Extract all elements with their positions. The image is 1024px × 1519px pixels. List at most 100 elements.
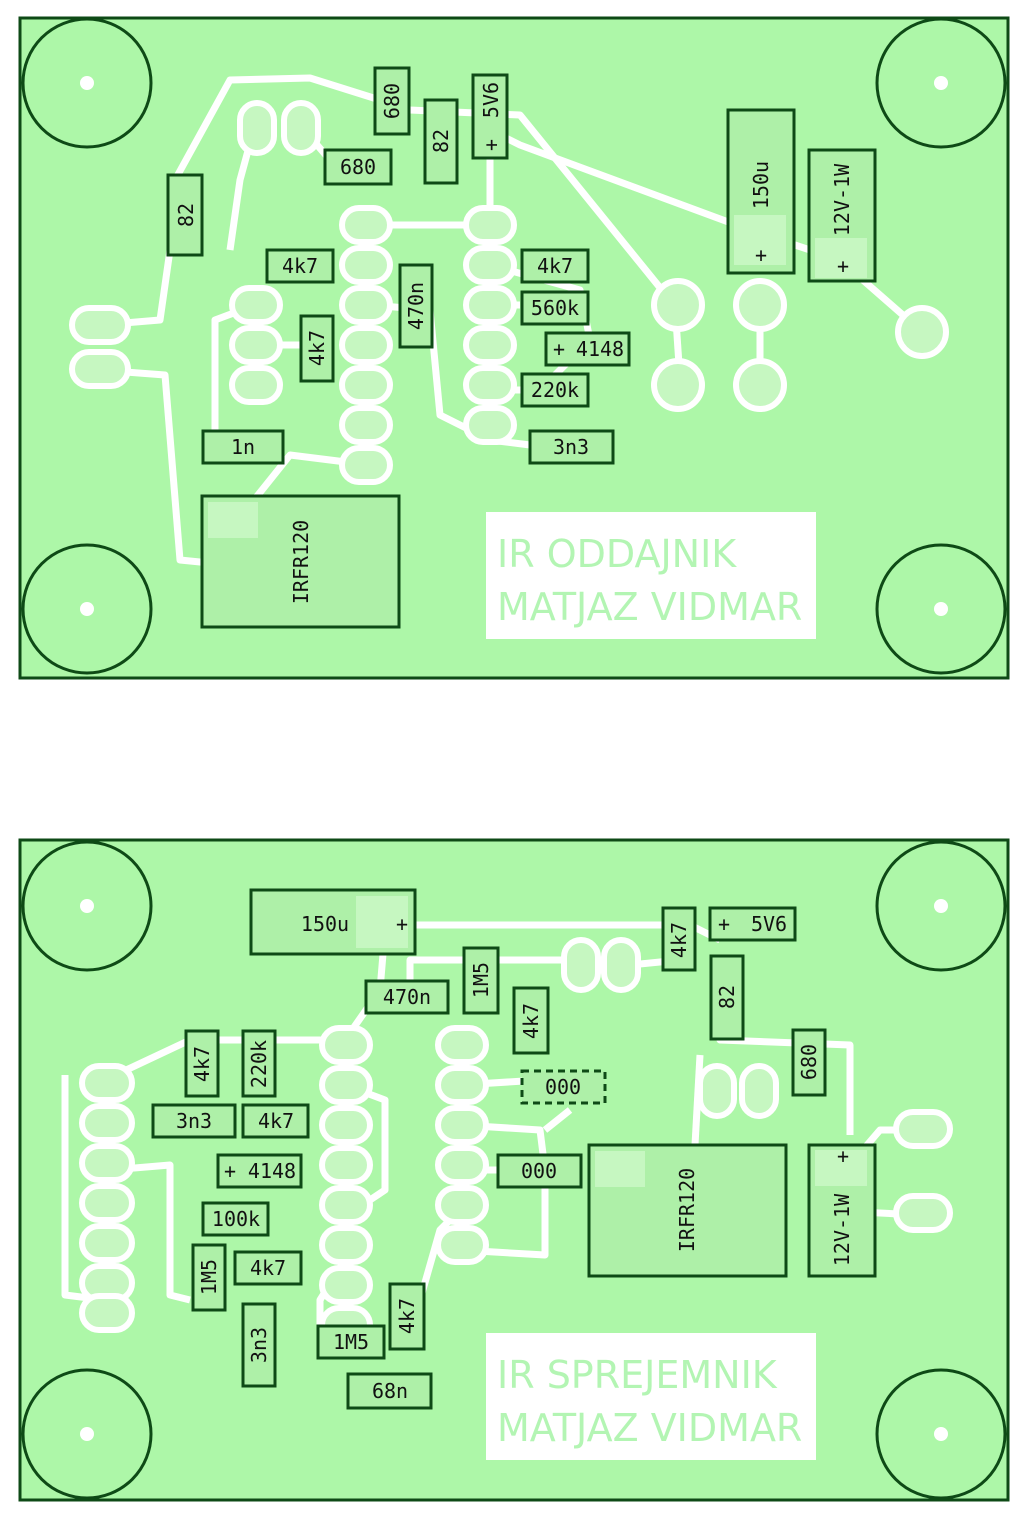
receiver-board: 150u + 4k7 + 5V6 1M5 470n 82 4k7 680 4k7…	[18, 838, 1010, 1502]
title-block	[486, 512, 816, 639]
capacitor-000	[496, 1153, 583, 1189]
board-author: MATJAZ VIDMAR	[497, 585, 802, 629]
label-r1m5-bottom: 1M5	[333, 1330, 369, 1354]
mounting-hole	[21, 543, 153, 675]
label-r82-mid: 82	[429, 129, 453, 153]
label-c3n3-vertical: 3n3	[247, 1327, 271, 1363]
label-r100k: 100k	[212, 1207, 260, 1231]
resistor-4k7-top	[661, 906, 697, 972]
mounting-hole	[875, 543, 1007, 675]
capacitor-68n	[346, 1372, 433, 1410]
label-d5v6-plus: +	[718, 912, 730, 936]
mounting-hole	[875, 1368, 1007, 1500]
label-r4k7-row: 4k7	[258, 1109, 294, 1133]
capacitor-3n3-horizontal	[151, 1103, 237, 1139]
resistor-220k	[520, 372, 590, 408]
transmitter-board: 82 680 680 82 5V6 + 150u + 12V-1W + 4k7 …	[18, 16, 1010, 680]
capacitor-000-dashed	[520, 1069, 607, 1105]
diode-4148	[544, 331, 631, 367]
resistor-82	[709, 954, 745, 1041]
label-d12v-plus: +	[837, 254, 849, 278]
label-r560k: 560k	[531, 296, 579, 320]
label-d12v-plus: +	[837, 1144, 849, 1168]
label-c150u: 150u	[301, 912, 349, 936]
board-title: IR SPREJEMNIK	[497, 1353, 778, 1397]
label-c3n3-horizontal: 3n3	[176, 1109, 212, 1133]
capacitor-1n	[201, 429, 285, 465]
mounting-hole	[875, 17, 1007, 149]
resistor-1m5-left	[191, 1243, 227, 1312]
resistor-82-left	[166, 173, 204, 257]
label-r4k7-mid: 4k7	[519, 1003, 543, 1039]
capacitor-470n	[398, 263, 434, 349]
resistor-4k7-b	[299, 314, 335, 383]
mounting-hole	[21, 1368, 153, 1500]
zener-5v6	[708, 906, 797, 942]
pads	[79, 937, 953, 1345]
label-r680: 680	[797, 1044, 821, 1080]
label-d5v6: 5V6	[751, 912, 787, 936]
resistor-4k7-a	[265, 248, 335, 284]
label-r220k: 220k	[531, 378, 579, 402]
resistor-4k7-row	[241, 1103, 310, 1139]
board-author: MATJAZ VIDMAR	[497, 1406, 802, 1450]
label-r82: 82	[715, 985, 739, 1009]
label-r1m5-left: 1M5	[197, 1259, 221, 1295]
label-r4k7-right: 4k7	[395, 1298, 419, 1334]
diode-4148	[216, 1153, 303, 1189]
zener-5v6	[471, 73, 509, 160]
label-r220k: 220k	[247, 1040, 271, 1088]
capacitor-3n3	[528, 429, 615, 465]
label-c470n: 470n	[383, 985, 431, 1009]
label-r680-vertical: 680	[380, 83, 404, 119]
resistor-680	[791, 1028, 827, 1097]
label-c000-dashed: 000	[545, 1075, 581, 1099]
resistor-82-mid	[423, 98, 459, 185]
components	[166, 66, 877, 629]
label-d4148-plus: +	[553, 337, 565, 361]
label-r4k7-c: 4k7	[537, 254, 573, 278]
pads	[69, 100, 949, 485]
resistor-680-horizontal	[323, 148, 393, 186]
capacitor-470n	[364, 979, 450, 1015]
label-irfr120: IRFR120	[675, 1168, 699, 1252]
label-c150u-plus: +	[396, 912, 408, 936]
resistor-4k7-low	[233, 1250, 303, 1286]
label-r1m5-top: 1M5	[469, 962, 493, 998]
label-r4k7-low: 4k7	[250, 1256, 286, 1280]
label-d4148-plus: +	[224, 1159, 236, 1183]
label-c1n: 1n	[231, 435, 255, 459]
resistor-560k	[520, 290, 590, 326]
label-r680-horizontal: 680	[340, 155, 376, 179]
label-d12v: 12V-1W	[830, 163, 854, 236]
resistor-4k7-c	[520, 248, 590, 284]
label-c150u-plus: +	[755, 243, 767, 267]
label-c68n: 68n	[372, 1379, 408, 1403]
resistor-4k7-right	[388, 1282, 426, 1351]
label-c3n3: 3n3	[553, 435, 589, 459]
resistor-1m5-bottom	[316, 1324, 386, 1360]
label-r82-left: 82	[174, 203, 198, 227]
title-block	[486, 1333, 816, 1460]
resistor-4k7-mid	[512, 986, 550, 1055]
capacitor-3n3-vertical	[241, 1302, 277, 1388]
label-r4k7-top: 4k7	[667, 922, 691, 958]
mounting-hole	[21, 840, 153, 972]
label-d5v6-plus: +	[479, 139, 503, 151]
label-d12v: 12V-1W	[830, 1193, 854, 1266]
label-r4k7-b: 4k7	[305, 330, 329, 366]
components	[151, 888, 877, 1410]
mounting-hole	[21, 17, 153, 149]
label-d5v6: 5V6	[479, 82, 503, 118]
resistor-100k	[201, 1201, 270, 1237]
resistor-1m5-top	[462, 946, 500, 1015]
mounting-hole	[875, 840, 1007, 972]
label-irfr120: IRFR120	[289, 520, 313, 604]
resistor-220k	[241, 1029, 277, 1098]
label-c470n: 470n	[404, 282, 428, 330]
resistor-4k7-left	[184, 1029, 220, 1098]
label-d4148: 4148	[248, 1159, 296, 1183]
label-c000: 000	[521, 1159, 557, 1183]
label-d4148: 4148	[576, 337, 624, 361]
